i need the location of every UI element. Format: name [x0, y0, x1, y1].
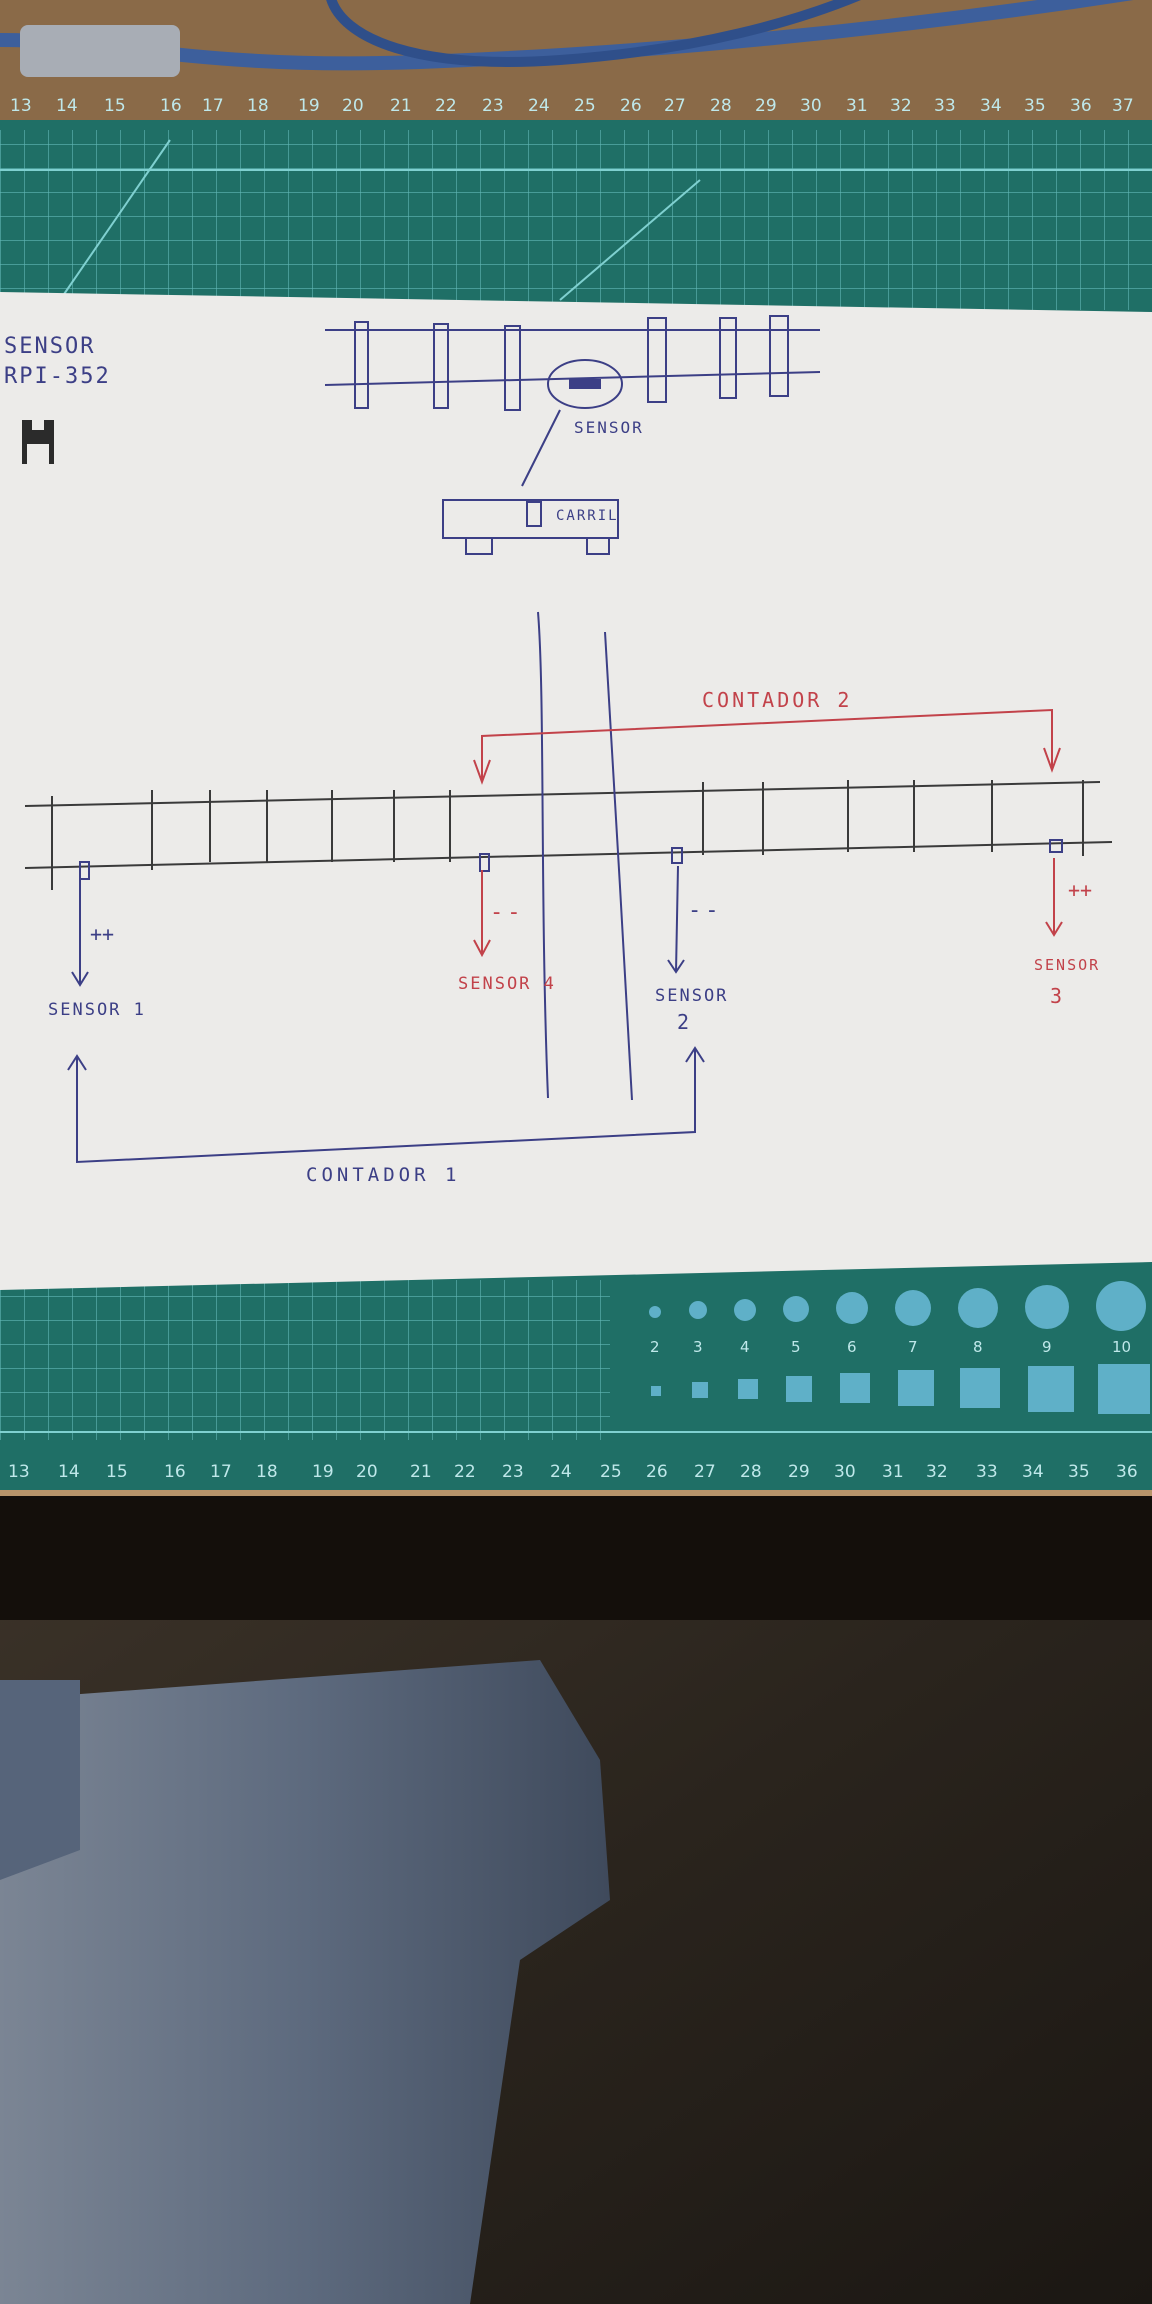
sensor-title: SENSOR [4, 334, 95, 359]
sensor3-increment: ++ [1068, 878, 1092, 902]
sensor3-label-line1: SENSOR [1034, 956, 1100, 974]
carril-label: CARRIL [556, 508, 619, 524]
sensor4-decrement: -- [490, 900, 525, 925]
sensor1-increment: ++ [90, 922, 114, 946]
sensor1-label: SENSOR 1 [48, 1000, 146, 1020]
top-sensor-label: SENSOR [574, 418, 644, 437]
contador2-label: CONTADOR 2 [702, 688, 852, 712]
sensor2-label-line1: SENSOR [655, 986, 728, 1006]
contador1-label: CONTADOR 1 [306, 1164, 460, 1186]
sensor3-label-line2: 3 [1050, 984, 1062, 1008]
sensor4-label: SENSOR 4 [458, 974, 556, 994]
sensor2-label-line2: 2 [677, 1010, 689, 1034]
sensor2-decrement: -- [688, 898, 723, 923]
sensor-model: RPI-352 [4, 364, 111, 389]
